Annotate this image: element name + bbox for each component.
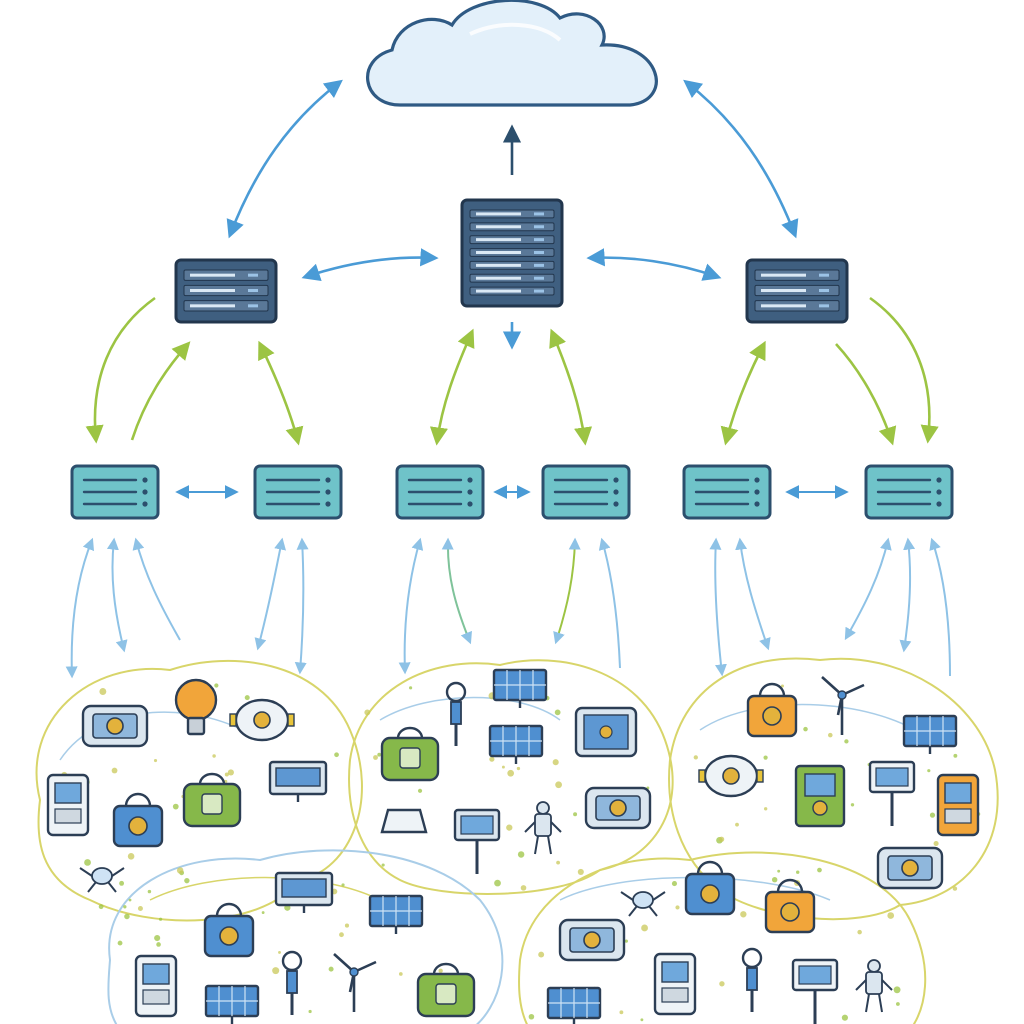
gw-2-gateway-icon <box>253 464 343 520</box>
cluster-dots <box>61 683 981 1022</box>
solar-panel-icon <box>902 714 958 754</box>
tablet-device-icon <box>574 706 638 758</box>
solar-panel-icon <box>488 724 544 764</box>
link-cloud-core-right <box>683 79 799 239</box>
handheld-terminal-icon <box>134 954 178 1018</box>
link-core-center-gw4 <box>549 328 593 446</box>
sign-stand-icon <box>791 958 839 1024</box>
orange-lock-device-icon <box>764 878 816 934</box>
orange-lock-device-icon <box>746 682 798 738</box>
storage-box-icon <box>380 808 428 834</box>
gw-1-gateway-icon <box>70 464 160 520</box>
devices <box>46 668 980 1024</box>
core-servers <box>174 198 849 324</box>
green-bag-device-icon <box>380 726 440 782</box>
green-bag-device-icon <box>182 772 242 828</box>
drone-icon <box>79 867 125 893</box>
solar-panel-icon <box>492 668 548 708</box>
orange-handheld-icon <box>936 773 980 837</box>
link-core-left-gw2 <box>258 340 304 446</box>
gateways <box>70 464 954 520</box>
link-core-left-center <box>301 248 439 282</box>
drone-icon <box>620 891 666 917</box>
handheld-terminal-icon <box>46 773 90 837</box>
core-left-server-icon <box>174 258 278 324</box>
core-right-server-icon <box>745 258 849 324</box>
camera-device-icon <box>81 704 149 748</box>
link-core-center-right <box>586 248 722 281</box>
device-clusters <box>35 657 999 1024</box>
gw-6-gateway-icon <box>864 464 954 520</box>
sensor-pod-icon <box>229 698 295 742</box>
wind-turbine-icon <box>821 676 865 735</box>
light-bulb-icon <box>174 678 218 736</box>
camera-device-icon <box>558 918 626 962</box>
link-core-center-gw3 <box>429 328 475 446</box>
robot-icon <box>524 801 562 855</box>
signboard-icon <box>453 808 501 874</box>
robot-icon <box>855 959 893 1013</box>
network-links <box>85 79 939 499</box>
cluster-center-outline <box>348 659 674 895</box>
handheld-terminal-icon <box>653 952 697 1016</box>
link-core-left-gw1-a <box>85 296 156 444</box>
green-bag-device-icon <box>416 962 476 1018</box>
monitor-panel-icon <box>274 871 334 913</box>
cluster-left-outline <box>35 659 363 922</box>
lock-device-icon <box>112 792 164 848</box>
link-core-right-gw6-a <box>835 343 897 446</box>
sensor-pole-icon <box>445 681 467 746</box>
green-terminal-icon <box>794 764 846 828</box>
sign-stand-icon <box>868 760 916 826</box>
link-core-right-gw5 <box>720 340 766 446</box>
cluster-bottom-left-outline <box>107 849 504 1024</box>
link-core-right-gw6-b <box>869 296 939 444</box>
lock-device-icon <box>203 902 255 958</box>
lock-device-icon <box>684 860 736 916</box>
gw-3-gateway-icon <box>395 464 485 520</box>
sensor-pole-icon <box>741 947 763 1012</box>
solar-panel-icon <box>546 986 602 1024</box>
link-cloud-core-left <box>226 79 343 239</box>
sensor-pole-icon <box>281 950 303 1015</box>
gw-5-gateway-icon <box>682 464 772 520</box>
core-center-server-icon <box>460 198 564 308</box>
cluster-bottom-right-outline <box>518 851 927 1024</box>
solar-panel-icon <box>204 984 260 1024</box>
link-core-left-gw1-b <box>130 341 191 441</box>
camera-device-icon <box>876 846 944 890</box>
wind-turbine-icon <box>333 953 377 1012</box>
gw-4-gateway-icon <box>541 464 631 520</box>
monitor-panel-icon <box>268 760 328 802</box>
camera-device-icon <box>584 786 652 830</box>
gateway-device-links <box>65 537 951 679</box>
cloud-icon <box>366 0 658 107</box>
sensor-pod-icon <box>698 754 764 798</box>
solar-panel-icon <box>368 894 424 934</box>
